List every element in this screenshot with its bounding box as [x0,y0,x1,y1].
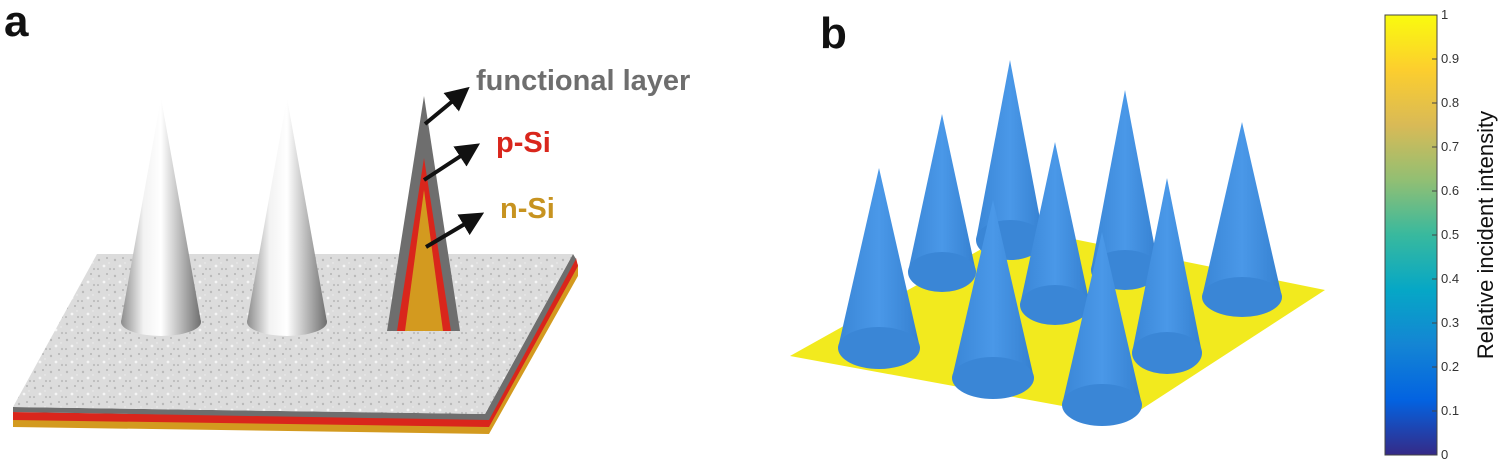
cone-front-3 [1062,232,1142,426]
cone-cross-section [387,96,460,331]
label-p-si: p-Si [496,127,551,159]
cone-mid-2 [1020,142,1090,325]
colorbar-label: Relative incident intensity [1473,111,1498,359]
colorbar-tick-label: 0.5 [1441,227,1459,242]
colorbar-tick-label: 0.8 [1441,95,1459,110]
colorbar-tick-label: 0.7 [1441,139,1459,154]
colorbar-tick-label: 0.1 [1441,403,1459,418]
colorbar-tick-label: 0.6 [1441,183,1459,198]
panel-b: b [790,7,1498,462]
cone-array [838,60,1282,426]
colorbar-tick-label: 0.4 [1441,271,1459,286]
cone-front-1 [838,168,920,369]
label-n-si: n-Si [500,193,555,225]
colorbar-tick-label: 0.9 [1441,51,1459,66]
colorbar-tick-label: 0.2 [1441,359,1459,374]
panel-a-letter: a [4,0,29,46]
cone-1 [121,98,201,336]
cone-mid-1 [908,114,976,292]
colorbar: 0 0.1 0.2 0.3 0.4 0.5 0.6 0.7 0.8 0.9 1 Relative i… [1384,7,1498,462]
arrow-functional-layer [423,86,470,126]
panel-a: a functional layer p-Si n-Si [4,0,690,434]
arrow-p-si [422,143,481,182]
cone-front-2 [952,200,1034,399]
arrow-n-si [424,212,485,249]
colorbar-ticks: 0 0.1 0.2 0.3 0.4 0.5 0.6 0.7 0.8 0.9 1 [1432,7,1459,462]
cone-back-3 [1202,122,1282,317]
cone-mid-3 [1132,178,1202,374]
cone-2 [247,98,327,336]
colorbar-tick-label: 1 [1441,7,1448,22]
colorbar-tick-label: 0 [1441,447,1448,462]
colorbar-tick-label: 0.3 [1441,315,1459,330]
panel-b-letter: b [820,9,847,58]
label-functional-layer: functional layer [476,65,690,97]
colorbar-gradient [1384,14,1438,456]
